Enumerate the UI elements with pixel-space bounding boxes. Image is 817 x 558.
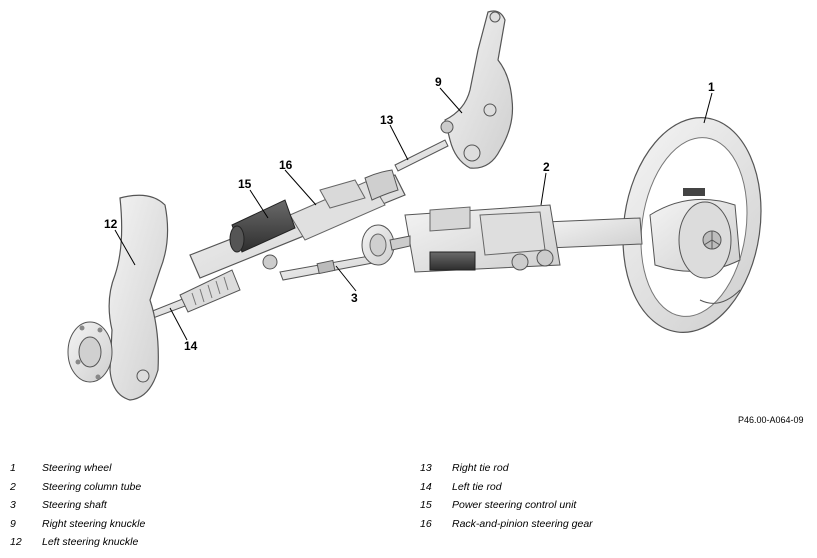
legend-text: Rack-and-pinion steering gear (452, 517, 593, 530)
leader-1 (703, 92, 713, 124)
callout-13: 13 (380, 113, 394, 127)
legend-text: Steering shaft (42, 499, 107, 512)
legend-text: Power steering control unit (452, 499, 577, 512)
legend-number: 16 (420, 517, 432, 530)
callout-3: 3 (351, 291, 358, 305)
legend-text: Right steering knuckle (42, 517, 146, 530)
legend-number: 14 (420, 480, 432, 493)
legend-number: 9 (10, 517, 16, 530)
leader-2 (540, 172, 547, 206)
power-steering-control-unit (229, 199, 296, 253)
left-tie-rod (149, 269, 241, 319)
rack-and-pinion-steering-gear (189, 169, 406, 279)
right-tie-rod (394, 120, 454, 172)
callout-2: 2 (543, 160, 550, 174)
leader-lines (114, 87, 713, 341)
legend-left: 1 Steering wheel 2 Steering column tube … (10, 461, 390, 554)
leader-3 (335, 265, 357, 292)
legend-item: 15 Power steering control unit (420, 498, 800, 517)
legend-number: 15 (420, 499, 432, 512)
steering-wheel (622, 117, 762, 333)
reference-code: P46.00-A064-09 (738, 415, 804, 425)
legend-text: Steering wheel (42, 462, 112, 474)
legend-number: 12 (10, 536, 22, 549)
steering-shaft (279, 224, 411, 281)
legend-item: 16 Rack-and-pinion steering gear (420, 517, 800, 536)
legend-item: 1 Steering wheel (10, 461, 390, 480)
steering-system-illustration (67, 10, 762, 401)
callout-12: 12 (104, 217, 118, 231)
legend-number: 13 (420, 462, 432, 474)
legend-item: 3 Steering shaft (10, 498, 390, 517)
left-steering-knuckle (67, 194, 169, 401)
legend-item: 12 Left steering knuckle (10, 535, 390, 554)
leader-9 (439, 87, 463, 114)
legend-text: Left tie rod (452, 480, 502, 493)
right-steering-knuckle (444, 10, 514, 169)
legend-text: Left steering knuckle (42, 536, 139, 549)
steering-column-tube (404, 204, 643, 273)
leader-12 (114, 229, 136, 266)
legend-text: Steering column tube (42, 480, 142, 493)
legend-text: Right tie rod (452, 462, 509, 474)
leader-13 (389, 124, 409, 161)
callout-15: 15 (238, 177, 252, 191)
legend-item: 14 Left tie rod (420, 480, 800, 499)
leader-16 (284, 169, 317, 206)
legend-number: 3 (10, 499, 16, 512)
callout-9: 9 (435, 75, 442, 89)
legend-number: 2 (10, 480, 16, 493)
leader-14 (169, 307, 188, 341)
legend-item: 9 Right steering knuckle (10, 517, 390, 536)
legend-number: 1 (10, 462, 16, 474)
legend-item: 2 Steering column tube (10, 480, 390, 499)
callout-14: 14 (184, 339, 198, 353)
callout-16: 16 (279, 158, 293, 172)
callout-1: 1 (708, 80, 715, 94)
leader-15 (249, 189, 269, 219)
legend-right: 13 Right tie rod 14 Left tie rod 15 Powe… (420, 461, 800, 535)
legend-item: 13 Right tie rod (420, 461, 800, 480)
